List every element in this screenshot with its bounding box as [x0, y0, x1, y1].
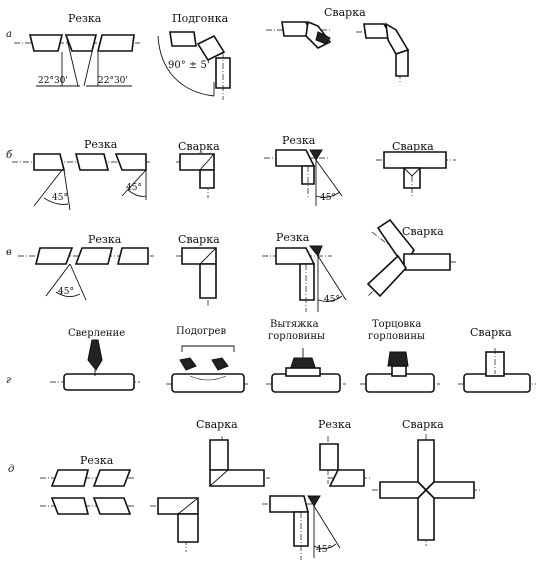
row-b-tee: [376, 151, 456, 196]
row-a-cut-label: Резка: [68, 12, 102, 25]
row-a-weld-label: Сварка: [324, 6, 366, 19]
row-b-weld-label-2: Сварка: [392, 140, 434, 153]
row-d-letter: д: [8, 464, 14, 475]
row-b-angle-3: 45°: [320, 193, 336, 203]
fit-segment: [196, 34, 226, 62]
row-v-angle-1: 45°: [58, 287, 74, 297]
row-g-drilling-label: Сверление: [68, 328, 125, 339]
row-v-cut-label-2: Резка: [276, 231, 310, 244]
row-v-weld-label-2: Сварка: [402, 225, 444, 238]
row-b-elbow: [176, 153, 215, 198]
row-g-neck-drawing-1: Вытяжка: [270, 319, 319, 330]
row-g-neck-facing-1: Торцовка: [372, 319, 421, 330]
row-v-cut-label: Резка: [88, 233, 122, 246]
cut-segment: [64, 34, 98, 52]
row-a-weld-2: [356, 22, 410, 84]
row-a-angle-left: 22°30': [38, 76, 68, 86]
row-a-fitting: [157, 31, 231, 100]
row-a-fit-label: Подгонка: [172, 12, 229, 25]
row-g-letter: г: [6, 375, 11, 386]
row-g: г Сверление Подогрев Вытяжка горловины Т…: [6, 319, 536, 393]
row-b-cut-segments: [12, 153, 150, 211]
row-g-neck-facing-2: горловины: [368, 331, 425, 342]
row-d-cross: [372, 434, 480, 546]
row-v-letter: в: [6, 247, 12, 258]
row-d-cut-label: Резка: [80, 454, 114, 467]
row-g-drilling: [50, 339, 140, 391]
row-a-cut-segments: [14, 34, 140, 87]
row-v-wye: [366, 218, 456, 298]
row-d-weld-label-1: Сварка: [196, 418, 238, 431]
row-v-weld-label-1: Сварка: [178, 233, 220, 246]
row-v-tee-cut: [262, 245, 347, 312]
row-b-cut-label: Резка: [84, 138, 118, 151]
row-v-angle-2: 45°: [324, 295, 340, 305]
row-b-cut-label-2: Резка: [282, 134, 316, 147]
row-g-heating: [166, 345, 248, 393]
row-d-elbow-down: [150, 497, 199, 552]
row-g-neck-facing: [360, 351, 440, 393]
cut-segment: [28, 34, 64, 52]
row-g-weld: [458, 348, 536, 393]
row-d-angle: 45°: [316, 545, 332, 555]
row-b-angle-2: 45°: [126, 183, 142, 193]
row-b: б Резка 45° 45° Сварка Резка: [6, 134, 456, 211]
row-a-tolerance: 90° ± 5': [168, 60, 210, 71]
row-b-angle-1: 45°: [52, 193, 68, 203]
row-d-elbow-up: [209, 436, 270, 487]
row-b-tee-cut: [264, 149, 343, 206]
row-a-weld-1: [266, 20, 332, 49]
cut-segment: [96, 34, 135, 52]
row-b-letter: б: [6, 150, 13, 161]
row-d: д Резка Сварка Резка: [8, 418, 480, 560]
row-v-elbow: [176, 247, 217, 308]
fit-segment: [215, 57, 231, 89]
row-a: а Резка 22°30' 22°30' Подгонка 90° ± 5' …: [6, 6, 410, 100]
row-v-cut-segments: [18, 247, 154, 301]
row-g-neck-drawing: [266, 348, 346, 393]
row-d-weld-label-2: Сварка: [402, 418, 444, 431]
row-a-angle-right: 22°30': [98, 76, 128, 86]
row-d-cut-segments: [40, 469, 134, 515]
row-d-cut-label-2: Резка: [318, 418, 352, 431]
row-g-neck-drawing-2: горловины: [268, 331, 325, 342]
row-d-cross-cut: [262, 436, 372, 560]
row-b-weld-label-1: Сварка: [178, 140, 220, 153]
row-g-heating-label: Подогрев: [176, 326, 226, 337]
fit-segment: [169, 31, 197, 47]
row-a-letter: а: [6, 29, 12, 40]
row-g-weld-label: Сварка: [470, 326, 512, 339]
row-v: в Резка 45° Сварка Резка: [6, 218, 456, 312]
